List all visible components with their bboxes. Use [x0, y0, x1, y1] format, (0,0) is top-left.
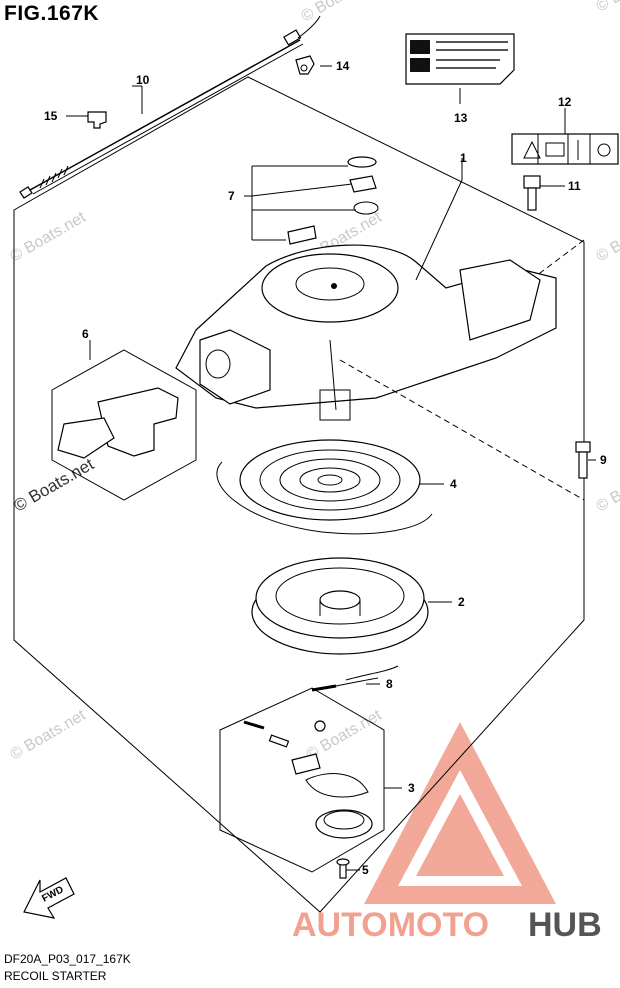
watermark-boats-1: © Boats.net	[299, 0, 381, 25]
callout-2: 2	[458, 595, 465, 609]
watermark-boats-3: © Boats.net	[8, 209, 90, 266]
part-8-rope	[311, 677, 379, 692]
part-12-label-strip	[511, 133, 619, 165]
part-14-clip	[295, 55, 315, 75]
watermark-boats-5: © Boats.net	[594, 209, 620, 266]
automotohub-wordmark: AUTOMOTO HUB	[292, 906, 602, 944]
part-3-ratchet-set	[219, 687, 385, 873]
callout-7: 7	[228, 189, 235, 203]
callout-numbers: 1 2 3 4 5 6 7 8 9 10 11 12 13 14 15	[44, 59, 607, 877]
callout-4: 4	[450, 477, 457, 491]
part-6-handle	[51, 349, 197, 501]
watermark-boats-9: © Boats.net	[8, 707, 90, 764]
callout-6: 6	[82, 327, 89, 341]
part-1-housing	[175, 244, 557, 421]
callout-8: 8	[386, 677, 393, 691]
watermark-boats-2: © Boats.net	[594, 0, 620, 15]
leader-lines	[66, 65, 596, 871]
brand-part2: HUB	[528, 906, 602, 944]
part-10-cable	[19, 15, 321, 199]
callout-10: 10	[136, 73, 150, 87]
callout-14: 14	[336, 59, 350, 73]
figure-name: RECOIL STARTER	[4, 969, 107, 983]
part-9-bolt	[575, 441, 591, 479]
automotohub-logo	[364, 722, 556, 904]
part-5-screw	[336, 858, 350, 879]
watermark-boats-8: © Boats.net	[594, 459, 620, 516]
logo-triangle-core	[416, 794, 504, 876]
part-15-clamp	[87, 111, 107, 129]
callout-12: 12	[558, 95, 572, 109]
part-7-set	[287, 156, 379, 245]
callout-5: 5	[362, 863, 369, 877]
callout-1: 1	[460, 151, 467, 165]
part-2-reel	[251, 557, 429, 681]
figure-code: DF20A_P03_017_167K	[4, 952, 131, 966]
part-11-bolt	[523, 175, 541, 211]
brand-part1: AUTOMOTO	[292, 906, 489, 944]
part-13-label	[405, 33, 515, 85]
callout-15: 15	[44, 109, 58, 123]
callout-11: 11	[568, 179, 581, 193]
assembly-boundary	[13, 76, 585, 913]
part-4-spring	[216, 439, 433, 535]
callout-9: 9	[600, 453, 607, 467]
fwd-direction-arrow: FWD	[23, 877, 75, 919]
callout-13: 13	[454, 111, 468, 125]
callout-3: 3	[408, 781, 415, 795]
figure-title: FIG.167K	[4, 2, 100, 25]
watermark-boats-6: © Boats.net	[11, 454, 98, 515]
